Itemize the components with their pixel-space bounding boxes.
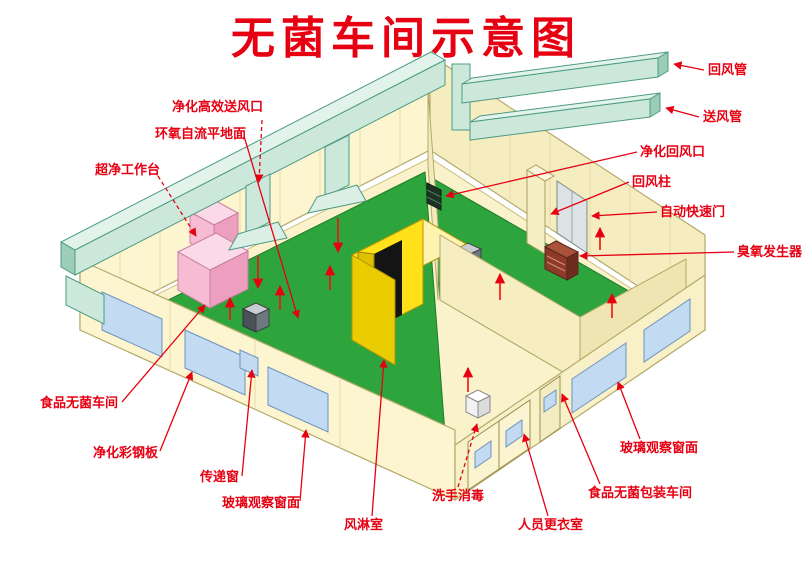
leader-glass-window-left	[299, 429, 310, 502]
leader-return-air-column	[550, 181, 630, 216]
ozone-generator-box	[543, 240, 580, 281]
air-shower-room-box	[350, 218, 468, 366]
leader-glass-window-right	[616, 381, 641, 440]
leader-packaging-workshop	[561, 393, 601, 485]
label-colored-steel-panel: 净化彩钢板	[93, 445, 159, 460]
leader-changing-room	[522, 433, 549, 517]
label-ozone-generator: 臭氧发生器	[737, 244, 803, 259]
label-hand-washing-disinfection: 洗手消毒	[432, 488, 485, 503]
leader-clean-bench	[157, 175, 197, 237]
label-auto-rapid-door: 自动快速门	[660, 204, 726, 219]
leader-purified-return-outlet	[445, 151, 638, 199]
supply-branch-duct	[469, 92, 661, 141]
leader-epoxy-floor	[243, 135, 300, 319]
front-left-wall	[79, 259, 456, 501]
label-staff-changing-room: 人员更衣室	[518, 517, 584, 532]
duct-elbow-left	[65, 275, 105, 325]
label-return-air-duct: 回风管	[708, 62, 748, 77]
label-hepa-supply-outlet: 净化高效送风口	[172, 99, 264, 114]
page-title: 无菌车间示意图	[231, 14, 581, 63]
airflow-arrows	[224, 218, 618, 392]
leader-food-sterile-workshop	[121, 304, 206, 403]
leader-air-shower	[371, 359, 388, 517]
glass-window-2	[184, 329, 246, 396]
label-supply-air-duct: 送风管	[703, 109, 743, 124]
leader-lines	[121, 61, 735, 517]
label-glass-observation-window-right: 玻璃观察窗面	[620, 440, 699, 455]
single-door	[539, 375, 561, 443]
clean-bench-unit	[176, 199, 250, 309]
leader-colored-steel-panel	[159, 371, 194, 452]
label-food-sterile-workshop: 食品无菌车间	[40, 395, 119, 410]
leader-ozone-generator	[579, 251, 735, 261]
hand-wash-sink	[464, 389, 492, 419]
front-right-wall	[454, 273, 706, 502]
glass-window-3	[267, 366, 329, 433]
glass-window-4	[571, 342, 627, 414]
label-epoxy-floor: 环氧自流平地面	[155, 126, 247, 141]
leader-hand-washing	[457, 423, 479, 488]
leader-auto-rapid-door	[591, 211, 658, 220]
label-purified-return-outlet: 净化回风口	[640, 144, 706, 159]
supply-duct-main	[59, 51, 447, 325]
duct-drop-1	[228, 173, 288, 251]
leader-supply-air-duct	[665, 105, 700, 118]
leader-return-air-duct	[673, 61, 705, 71]
label-return-air-column: 回风柱	[632, 174, 672, 189]
label-transfer-window: 传递窗	[200, 469, 240, 484]
duct-drop-2	[307, 134, 367, 214]
label-glass-observation-window-left: 玻璃观察窗面	[222, 495, 301, 510]
return-duct	[461, 51, 669, 104]
glass-window-5	[643, 298, 691, 363]
leader-hepa-supply-outlet	[255, 119, 264, 183]
double-door	[467, 399, 531, 491]
label-food-sterile-packaging-workshop: 食品无菌包装车间	[588, 485, 693, 500]
leader-transfer-window	[241, 369, 256, 477]
label-air-shower-room: 风淋室	[344, 517, 384, 532]
return-air-vent-grille	[426, 182, 442, 211]
equipment-box-left-room	[241, 302, 271, 333]
label-clean-bench: 超净工作台	[95, 162, 161, 177]
